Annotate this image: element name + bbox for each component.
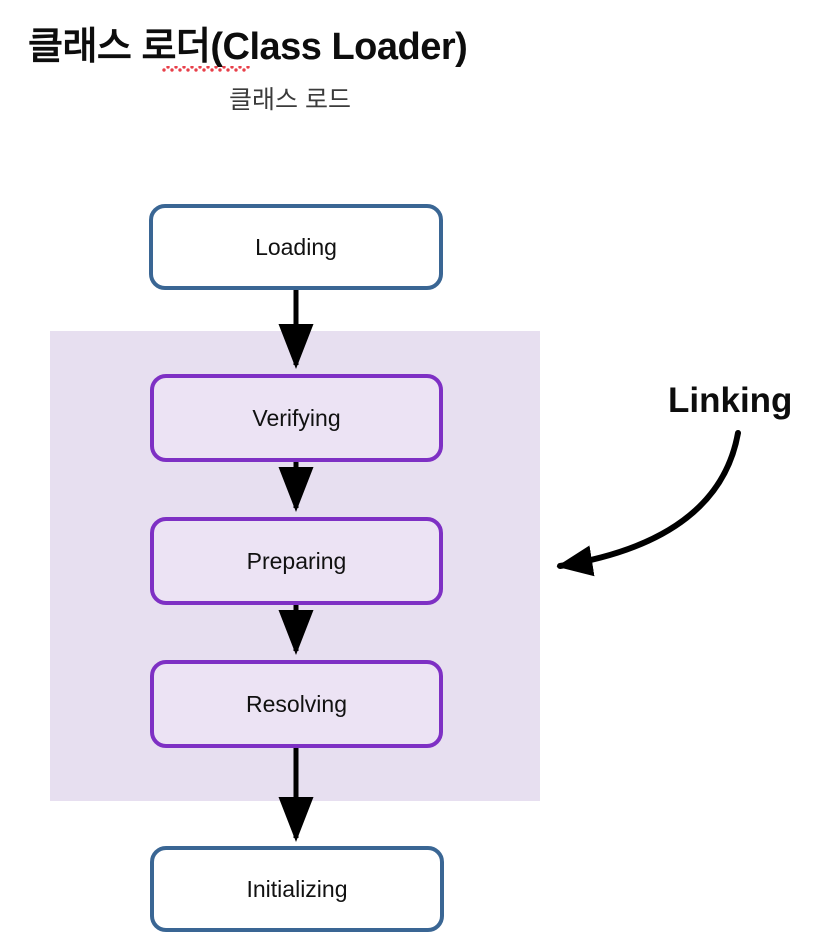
node-initializing[interactable]: Initializing	[150, 846, 444, 932]
node-loading-label: Loading	[255, 233, 337, 260]
node-initializing-label: Initializing	[246, 875, 348, 902]
spellcheck-squiggle-icon	[162, 66, 250, 72]
edge-linking-label-to-region	[556, 430, 741, 577]
node-resolving[interactable]: Resolving	[150, 660, 443, 748]
page-title: 클래스 로더(Class Loader)	[28, 26, 468, 68]
node-preparing[interactable]: Preparing	[150, 517, 443, 605]
page-subtitle: 클래스 로드	[229, 86, 351, 114]
node-loading[interactable]: Loading	[149, 204, 443, 290]
node-preparing-label: Preparing	[246, 547, 347, 574]
node-resolving-label: Resolving	[246, 690, 347, 717]
node-verifying[interactable]: Verifying	[150, 374, 443, 462]
node-verifying-label: Verifying	[252, 404, 341, 431]
linking-label: Linking	[668, 381, 793, 420]
